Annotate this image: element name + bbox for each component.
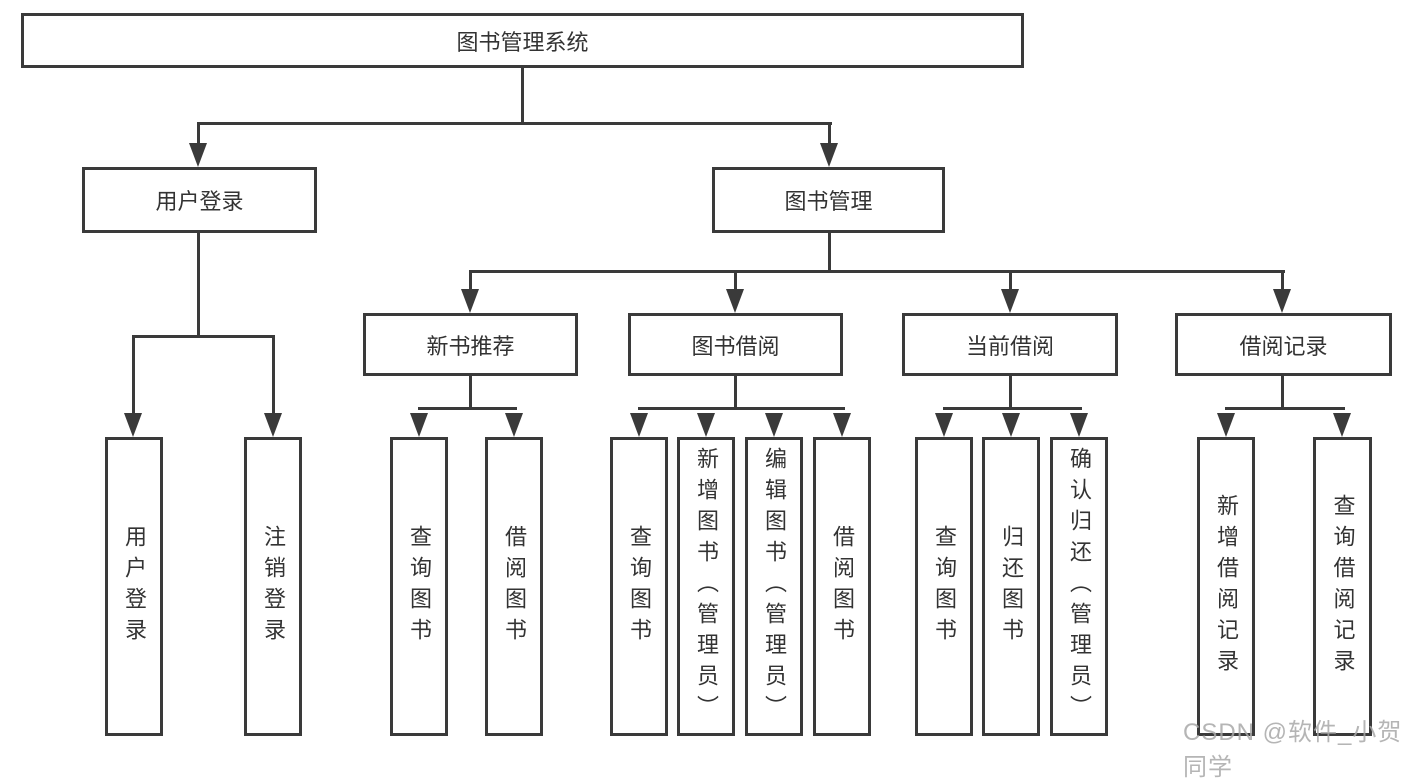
connector-vline	[197, 233, 200, 338]
connector-hline	[943, 407, 1082, 410]
arrow-down	[1070, 413, 1088, 437]
connector-vline	[828, 233, 831, 273]
csdn-watermark: CSDN @软件_小贺同学	[1183, 719, 1403, 781]
leaf-logout: 注销登录	[244, 437, 302, 736]
connector-vline	[469, 374, 472, 410]
leaf-borrow-borrow: 借阅图书	[813, 437, 871, 736]
connector-hline	[197, 122, 832, 125]
node-borrow: 图书借阅	[628, 313, 843, 376]
leaf-records-add: 新增借阅记录	[1197, 437, 1255, 736]
leaf-borrow-edit-admin: 编辑图书（管理员）	[745, 437, 803, 736]
connector-vline	[1281, 374, 1284, 410]
arrow-down	[124, 413, 142, 437]
arrow-down	[505, 413, 523, 437]
diagram-canvas: 图书管理系统 用户登录 图书管理 新书推荐 图书借阅 当前借阅 借阅记录 用户登…	[21, 13, 1401, 781]
arrow-down	[1001, 289, 1019, 313]
arrow-down	[833, 413, 851, 437]
node-root-label: 图书管理系统	[456, 29, 589, 55]
node-new-books: 新书推荐	[363, 313, 578, 376]
connector-hline	[469, 270, 1285, 273]
node-current-label: 当前借阅	[965, 333, 1054, 359]
connector-vline	[1009, 374, 1012, 410]
arrow-down	[1002, 413, 1020, 437]
node-root: 图书管理系统	[21, 13, 1024, 68]
arrow-down	[461, 289, 479, 313]
arrow-down	[264, 413, 282, 437]
connector-hline	[132, 335, 275, 338]
node-current: 当前借阅	[902, 313, 1118, 376]
connector-vline	[521, 68, 524, 124]
leaf-newbooks-query: 查询图书	[390, 437, 448, 736]
leaf-borrow-add-admin: 新增图书（管理员）	[677, 437, 735, 736]
connector-vline	[1281, 270, 1284, 291]
connector-vline	[828, 122, 831, 146]
arrow-down	[820, 143, 838, 167]
leaf-current-query: 查询图书	[915, 437, 973, 736]
leaf-records-query: 查询借阅记录	[1313, 437, 1372, 736]
node-user-login: 用户登录	[82, 167, 317, 233]
arrow-down	[1217, 413, 1235, 437]
arrow-down	[765, 413, 783, 437]
leaf-current-confirm-admin: 确认归还（管理员）	[1050, 437, 1108, 736]
arrow-down	[630, 413, 648, 437]
connector-vline	[1009, 270, 1012, 291]
node-book-mgmt-label: 图书管理	[784, 189, 873, 214]
node-user-login-label: 用户登录	[155, 189, 244, 214]
connector-vline	[734, 374, 737, 410]
arrow-down	[410, 413, 428, 437]
connector-hline	[418, 407, 517, 410]
arrow-down	[935, 413, 953, 437]
leaf-current-return: 归还图书	[982, 437, 1040, 736]
connector-vline	[272, 335, 275, 415]
connector-hline	[1225, 407, 1345, 410]
connector-vline	[197, 122, 200, 146]
arrow-down	[726, 289, 744, 313]
node-records-label: 借阅记录	[1239, 333, 1328, 359]
node-borrow-label: 图书借阅	[691, 333, 780, 359]
connector-vline	[734, 270, 737, 291]
node-new-books-label: 新书推荐	[426, 333, 515, 359]
arrow-down	[697, 413, 715, 437]
arrow-down	[1273, 289, 1291, 313]
leaf-borrow-query: 查询图书	[610, 437, 668, 736]
connector-vline	[132, 335, 135, 415]
leaf-newbooks-borrow: 借阅图书	[485, 437, 543, 736]
arrow-down	[189, 143, 207, 167]
arrow-down	[1333, 413, 1351, 437]
leaf-user-login: 用户登录	[105, 437, 163, 736]
connector-hline	[638, 407, 845, 410]
connector-vline	[469, 270, 472, 291]
node-book-mgmt: 图书管理	[712, 167, 945, 233]
node-records: 借阅记录	[1175, 313, 1392, 376]
